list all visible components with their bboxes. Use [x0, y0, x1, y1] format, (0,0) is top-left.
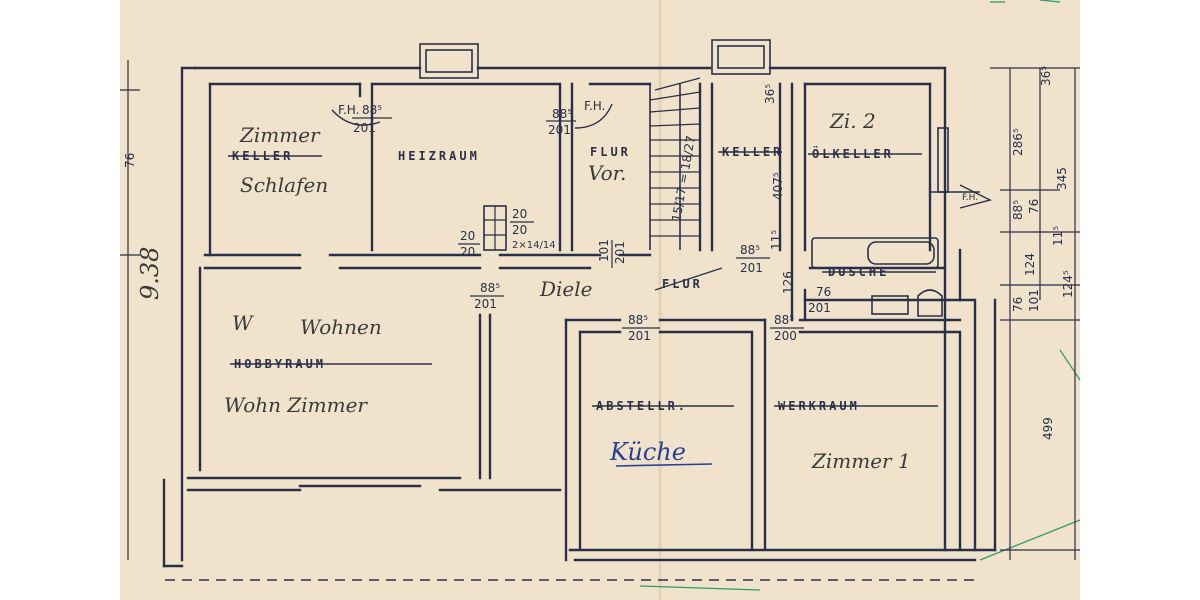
svg-text:76: 76: [1027, 199, 1041, 214]
svg-text:201: 201: [548, 123, 571, 137]
room-hand-diele: Diele: [539, 277, 593, 301]
svg-text:36⁵: 36⁵: [763, 84, 777, 104]
svg-text:286⁵: 286⁵: [1011, 128, 1025, 156]
ventilation-shaft: [483, 205, 507, 251]
room-stamp-flur-2: FLUR: [662, 277, 703, 291]
room-hand-zi2: Zi. 2: [829, 109, 876, 133]
svg-text:201: 201: [474, 297, 497, 311]
room-stamp-heizraum: HEIZRAUM: [398, 149, 480, 163]
door-label-fh-left: F.H. 88⁵ 201: [338, 103, 392, 135]
door-label-abstell: 88⁵ 201: [622, 313, 660, 343]
right-dimension-labels: 36⁵ 286⁵ 345 88⁵ 76 11⁵ 124 76 101 124⁵ …: [1011, 66, 1075, 440]
svg-text:88⁵: 88⁵: [1011, 200, 1025, 220]
svg-text:345: 345: [1055, 167, 1069, 190]
green-pencil-marks: [639, 0, 1081, 591]
room-hand-prefix: W: [232, 311, 254, 335]
room-hand-wohnzimmer: Wohn Zimmer: [224, 393, 368, 417]
svg-text:201: 201: [808, 301, 831, 315]
shaft-labels: 20 20 20 20 2×14/14: [458, 207, 556, 259]
chimneys: [419, 39, 771, 79]
svg-text:11⁵: 11⁵: [1051, 226, 1065, 246]
svg-text:36⁵: 36⁵: [1039, 66, 1053, 86]
svg-text:201: 201: [613, 241, 627, 264]
staircase: [649, 77, 701, 250]
svg-text:F.H.: F.H.: [962, 193, 978, 203]
svg-text:124⁵: 124⁵: [1061, 270, 1075, 298]
room-hand-kueche: Küche: [609, 438, 686, 466]
svg-text:20: 20: [512, 223, 527, 237]
door-label-fh-right: F.H. 88⁵ 201: [546, 99, 605, 137]
svg-text:124: 124: [1023, 253, 1037, 276]
svg-text:499: 499: [1041, 417, 1055, 440]
door-label-flur-mid: 88⁵ 201: [736, 243, 770, 275]
svg-text:126: 126: [781, 271, 795, 294]
svg-text:20: 20: [460, 245, 475, 259]
svg-text:88⁵: 88⁵: [552, 107, 572, 121]
svg-text:76: 76: [123, 153, 137, 168]
room-hand-schlafen: Schlafen: [240, 173, 328, 197]
bathroom-fixtures: [811, 237, 943, 317]
svg-text:9.38: 9.38: [136, 247, 164, 300]
door-swings: [331, 103, 992, 209]
svg-text:407⁵: 407⁵: [771, 172, 785, 200]
svg-text:88⁵: 88⁵: [480, 281, 500, 295]
svg-text:201: 201: [353, 121, 376, 135]
door-label-dusche: 76 201: [808, 285, 836, 315]
svg-text:20: 20: [460, 229, 475, 243]
svg-text:201: 201: [740, 261, 763, 275]
room-stamp-flur: FLUR: [590, 145, 631, 159]
outer-walls: [162, 66, 997, 568]
svg-text:2×14/14: 2×14/14: [512, 240, 556, 251]
dimension-chain-right: [990, 67, 1080, 560]
opening-label: 101 201: [597, 239, 627, 268]
left-dimension-labels: 76 9.38: [123, 153, 164, 300]
svg-text:76: 76: [1011, 297, 1025, 312]
small-dimensions: 11⁵ 126 36⁵ 407⁵ F.H.: [763, 84, 978, 294]
svg-text:101: 101: [597, 239, 611, 262]
room-hand-vor: Vor.: [588, 161, 626, 185]
svg-text:88⁵: 88⁵: [774, 313, 794, 327]
door-label-werk: 88⁵ 200: [770, 313, 804, 343]
svg-text:11⁵: 11⁵: [769, 230, 783, 250]
svg-text:101: 101: [1027, 289, 1041, 312]
room-hand-zimmer: Zimmer: [239, 123, 321, 147]
room-hand-zimmer1: Zimmer 1: [811, 449, 911, 473]
svg-text:88⁵: 88⁵: [740, 243, 760, 257]
svg-text:88⁵: 88⁵: [362, 103, 382, 117]
svg-text:F.H.: F.H.: [584, 99, 605, 113]
room-hand-wohnen: Wohnen: [300, 315, 382, 339]
door-label-diele: 88⁵ 201: [470, 281, 504, 311]
svg-text:88⁵: 88⁵: [628, 313, 648, 327]
svg-text:76: 76: [816, 285, 831, 299]
svg-text:20: 20: [512, 207, 527, 221]
dimension-chain-left: [120, 60, 140, 560]
svg-text:201: 201: [628, 329, 651, 343]
svg-text:F.H.: F.H.: [338, 103, 359, 117]
svg-text:200: 200: [774, 329, 797, 343]
